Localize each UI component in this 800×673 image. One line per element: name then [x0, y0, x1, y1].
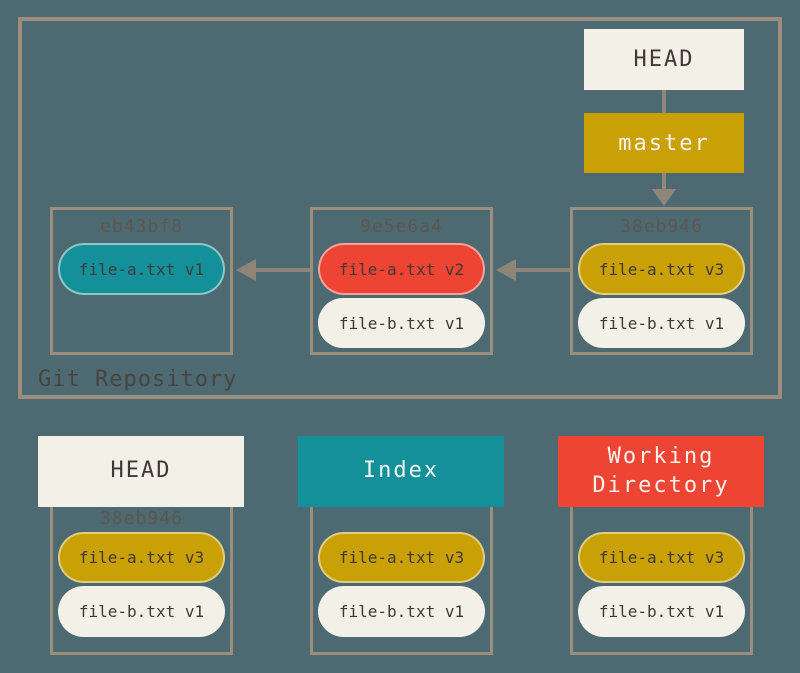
file-blob-label: file-a.txt v3 [598, 548, 725, 567]
tree-header-head: HEAD [38, 436, 244, 507]
arrow-left-icon [496, 259, 516, 281]
file-blob-label: file-b.txt v1 [338, 602, 465, 621]
file-blob-label: file-b.txt v1 [598, 602, 725, 621]
file-blob-label: file-a.txt v3 [78, 548, 205, 567]
tree-header-index: Index [298, 436, 504, 507]
master-branch-box: master [584, 113, 744, 173]
file-blob-label: file-a.txt v3 [338, 548, 465, 567]
arrow-left-icon [236, 259, 256, 281]
head-to-master-line [662, 90, 666, 113]
tree-title: HEAD [110, 458, 172, 484]
file-blob: file-a.txt v3 [318, 532, 485, 583]
head-ref-label: HEAD [633, 47, 695, 72]
commit2-to-commit1-line [255, 268, 310, 272]
arrow-down-icon [652, 189, 676, 206]
tree-title: Working Directory [592, 443, 730, 498]
head-ref-box: HEAD [584, 29, 744, 90]
file-blob: file-b.txt v1 [318, 586, 485, 637]
file-blob-label: file-b.txt v1 [338, 313, 465, 333]
tree-commit-hash: 38eb946 [100, 508, 183, 529]
tree-title: Index [362, 458, 440, 484]
tree-box-working-directory: file-a.txt v3 file-b.txt v1 [570, 450, 753, 655]
master-to-commit-line [662, 173, 666, 190]
file-blob: file-b.txt v1 [58, 586, 225, 637]
file-blob: file-b.txt v1 [578, 298, 745, 348]
file-blob-label: file-a.txt v3 [598, 259, 725, 279]
file-blob: file-b.txt v1 [318, 298, 485, 348]
file-blob-label: file-a.txt v1 [78, 259, 205, 279]
git-repository-label: Git Repository [38, 367, 238, 392]
file-blob-label: file-a.txt v2 [338, 259, 465, 279]
file-blob: file-b.txt v1 [578, 586, 745, 637]
commit3-to-commit2-line [515, 268, 570, 272]
file-blob: file-a.txt v3 [58, 532, 225, 583]
commit-hash: 38eb946 [620, 216, 703, 237]
file-blob: file-a.txt v3 [578, 243, 745, 295]
commit-box-eb43bf8: eb43bf8 file-a.txt v1 [50, 207, 233, 355]
file-blob: file-a.txt v1 [58, 243, 225, 295]
file-blob: file-a.txt v2 [318, 243, 485, 295]
tree-box-head: 38eb946 file-a.txt v3 file-b.txt v1 [50, 450, 233, 655]
file-blob: file-a.txt v3 [578, 532, 745, 583]
file-blob-label: file-b.txt v1 [598, 313, 725, 333]
commit-hash: 9e5e6a4 [360, 216, 443, 237]
commit-hash: eb43bf8 [100, 216, 183, 237]
commit-box-38eb946: 38eb946 file-a.txt v3 file-b.txt v1 [570, 207, 753, 355]
master-branch-label: master [618, 130, 710, 156]
file-blob-label: file-b.txt v1 [78, 602, 205, 621]
git-repository-box [18, 17, 782, 399]
tree-header-working-directory: Working Directory [558, 436, 764, 507]
commit-box-9e5e6a4: 9e5e6a4 file-a.txt v2 file-b.txt v1 [310, 207, 493, 355]
